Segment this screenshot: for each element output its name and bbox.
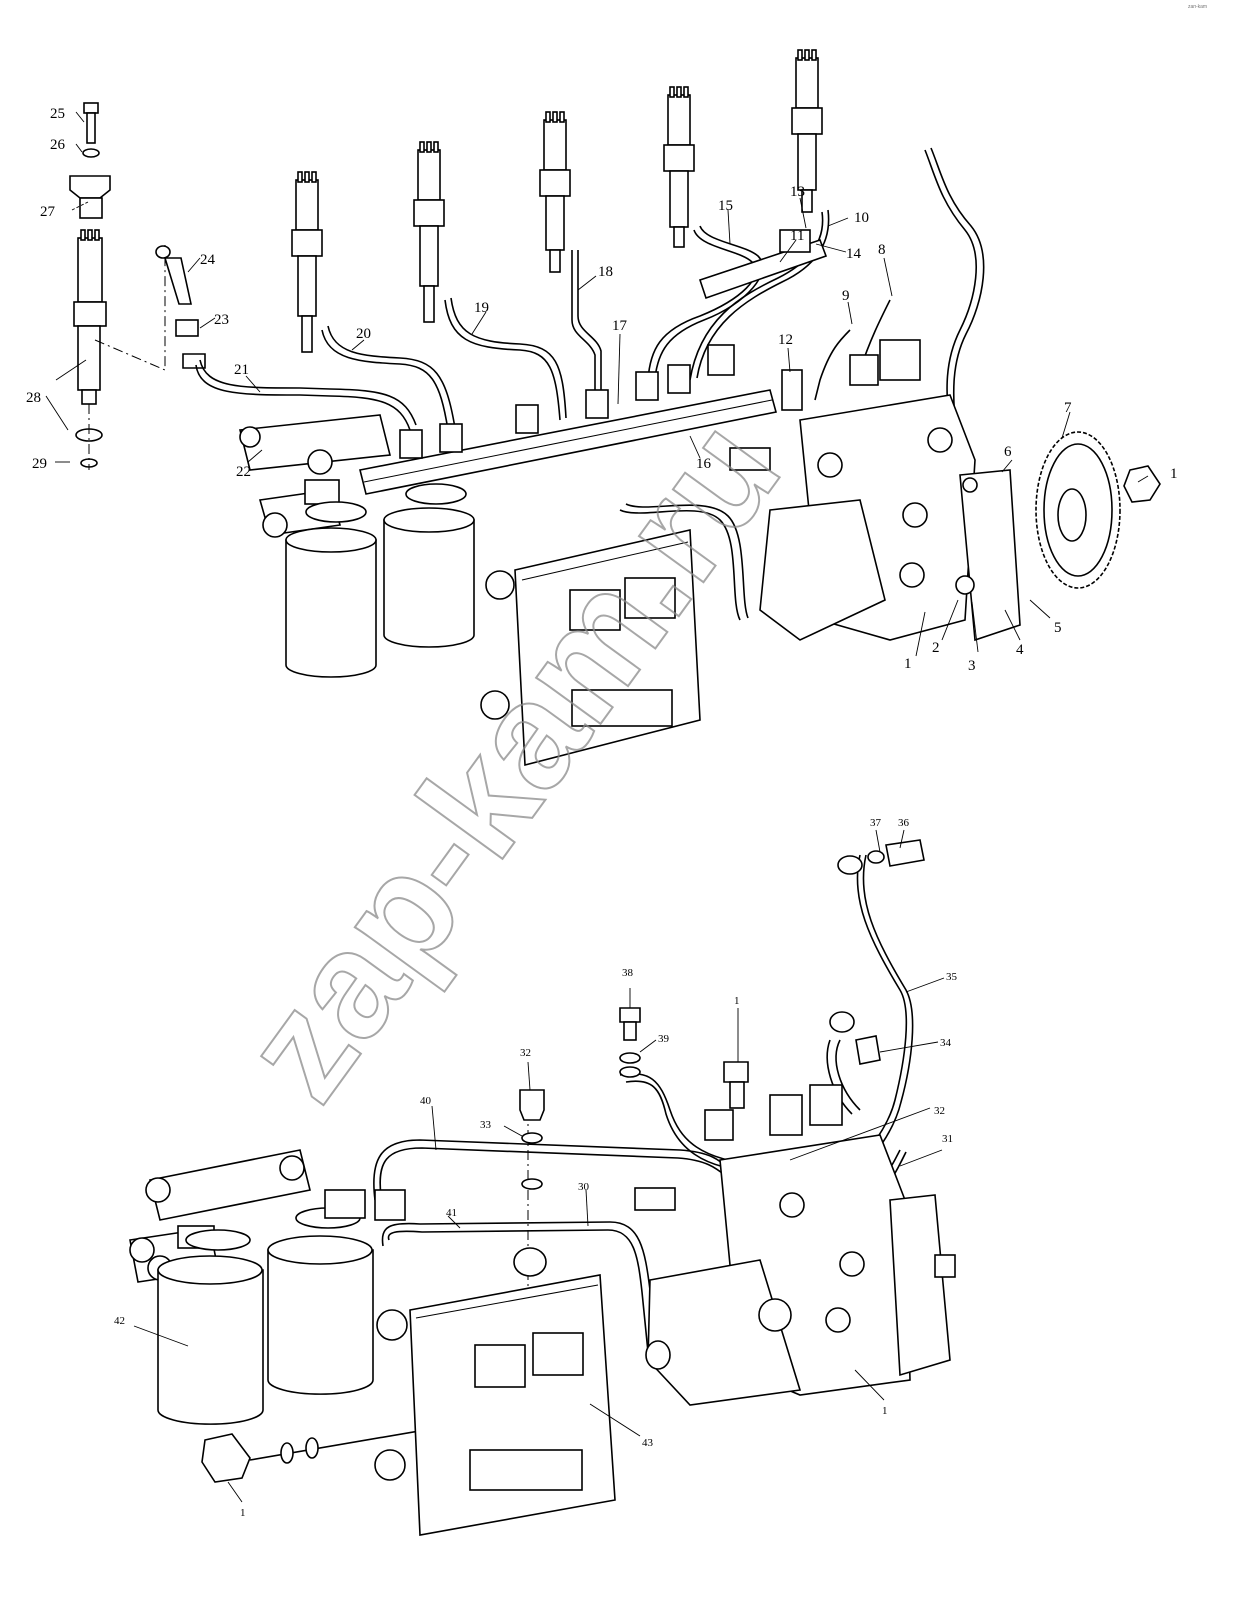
callout-23: 23 <box>214 312 229 328</box>
upper-leaders <box>45 111 1149 657</box>
callout-43: 43 <box>642 1437 654 1449</box>
callout-31: 31 <box>942 1133 953 1145</box>
callout-15: 15 <box>718 198 733 214</box>
callout-34: 34 <box>940 1037 952 1049</box>
injectors <box>291 49 823 353</box>
callout-27: 27 <box>40 204 56 220</box>
lower-fuel-filters <box>129 1149 406 1425</box>
callout-21: 21 <box>234 362 249 378</box>
callout-1-lower-right: 1 <box>882 1405 888 1417</box>
callout-17: 17 <box>612 318 628 334</box>
callout-14: 14 <box>846 246 862 262</box>
injector-3 <box>539 111 571 273</box>
callout-8: 8 <box>878 242 886 258</box>
callout-18: 18 <box>598 264 613 280</box>
callout-12: 12 <box>778 332 793 348</box>
upper-callouts: 1 1 2 3 4 5 6 7 8 9 10 11 12 13 14 15 16… <box>26 106 1178 674</box>
callout-3: 3 <box>968 658 976 674</box>
callout-16: 16 <box>696 456 712 472</box>
lower-assembly <box>129 839 956 1536</box>
drive-gear <box>1035 431 1161 589</box>
callout-7: 7 <box>1064 400 1072 416</box>
injector-5 <box>791 49 823 213</box>
callout-30: 30 <box>578 1181 590 1193</box>
callout-1b: 1 <box>904 656 912 672</box>
injector-1 <box>291 171 323 353</box>
callout-1-lower-top: 1 <box>734 995 740 1007</box>
callout-1-lower-bottom: 1 <box>240 1507 246 1519</box>
callout-40: 40 <box>420 1095 432 1107</box>
lower-leaders <box>133 829 945 1503</box>
lower-fittings <box>201 839 925 1483</box>
corner-mark: zап-kam <box>1188 4 1207 10</box>
ecu-upper <box>480 503 749 767</box>
callout-42: 42 <box>114 1315 125 1327</box>
fuel-filters <box>239 414 475 678</box>
injector-4 <box>663 86 695 248</box>
callout-22: 22 <box>236 464 251 480</box>
callout-9: 9 <box>842 288 850 304</box>
callout-10: 10 <box>854 210 869 226</box>
callout-28: 28 <box>26 390 41 406</box>
callout-37: 37 <box>870 817 882 829</box>
callout-1: 1 <box>1170 466 1178 482</box>
callout-33: 33 <box>480 1119 492 1131</box>
callout-35: 35 <box>946 971 958 983</box>
callout-6: 6 <box>1004 444 1012 460</box>
callout-26: 26 <box>50 137 66 153</box>
lower-callouts: 1 1 1 30 31 32 32 33 34 35 36 37 38 39 4… <box>114 817 958 1519</box>
injector-2 <box>413 141 445 323</box>
ecu-lower <box>374 1247 616 1536</box>
injection-pump-lower <box>634 1084 956 1406</box>
callout-41: 41 <box>446 1207 457 1219</box>
callout-36: 36 <box>898 817 910 829</box>
callout-19: 19 <box>474 300 489 316</box>
callout-38: 38 <box>622 967 634 979</box>
callout-5: 5 <box>1054 620 1062 636</box>
callout-13: 13 <box>790 184 805 200</box>
callout-32b: 32 <box>934 1105 945 1117</box>
callout-32: 32 <box>520 1047 531 1059</box>
callout-4: 4 <box>1016 642 1024 658</box>
injection-pump-upper <box>729 339 1021 642</box>
callout-20: 20 <box>356 326 371 342</box>
exploded-injector <box>69 102 206 470</box>
callout-39: 39 <box>658 1033 670 1045</box>
callout-25: 25 <box>50 106 65 122</box>
callout-2: 2 <box>932 640 940 656</box>
callout-24: 24 <box>200 252 216 268</box>
callout-11: 11 <box>790 228 804 244</box>
callout-29: 29 <box>32 456 47 472</box>
upper-assembly <box>69 49 1161 767</box>
